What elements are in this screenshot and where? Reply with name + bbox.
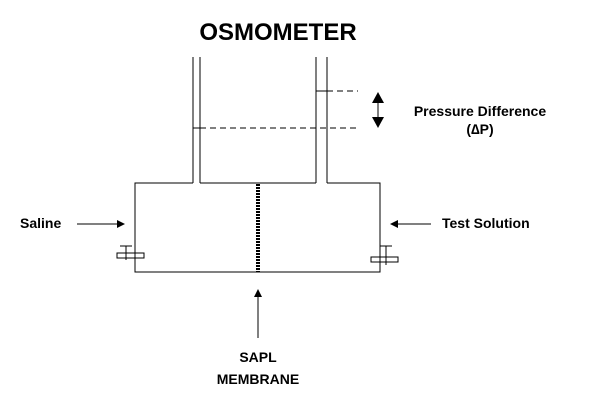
left-valve-body	[116, 252, 145, 259]
membrane-label: MEMBRANE	[217, 371, 299, 387]
pressure-arrow-up-head	[372, 92, 384, 103]
pressure-difference-label: Pressure Difference	[414, 103, 547, 119]
test-solution-label: Test Solution	[442, 215, 530, 231]
diagram-title: OSMOMETER	[199, 19, 356, 46]
delta-p-label: (∆P)	[466, 121, 493, 137]
pressure-arrow-down-head	[372, 117, 384, 128]
sapl-label: SAPL	[239, 349, 277, 365]
right-valve-body	[370, 256, 399, 263]
saline-label: Saline	[20, 215, 61, 231]
